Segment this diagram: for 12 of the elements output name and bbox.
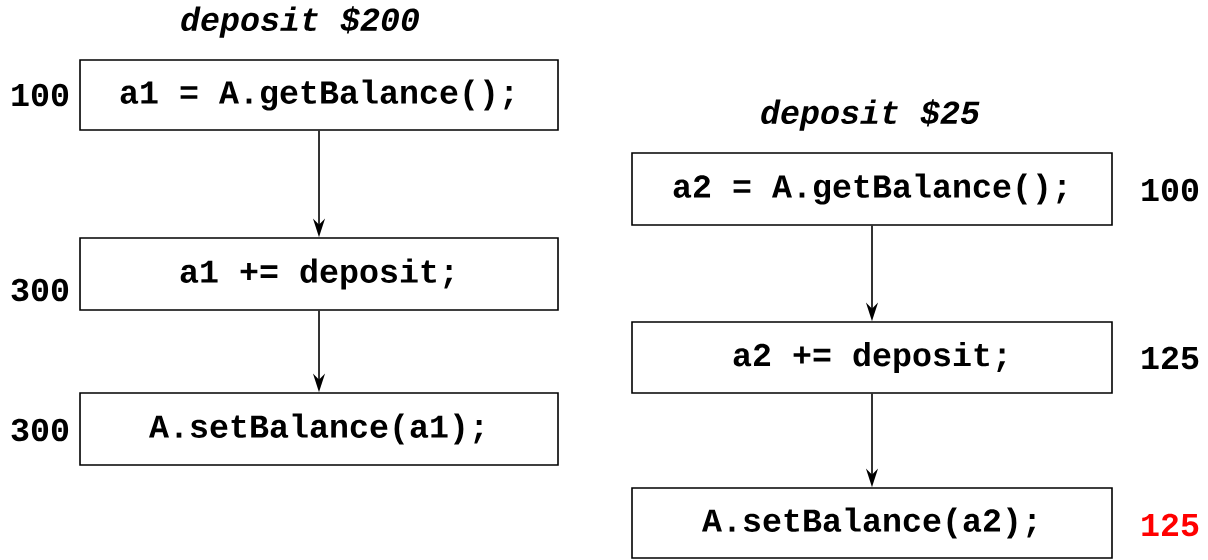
value-label: 300 [11,278,69,302]
code-box: a1 = A.getBalance(); [79,59,559,131]
code-box: A.setBalance(a1); [79,392,559,466]
code-box: a2 = A.getBalance(); [631,152,1113,226]
value-label: 125 [1142,346,1199,370]
value-label: 125 [1142,513,1199,537]
value-label: 100 [12,83,69,107]
value-label: 300 [11,418,69,442]
code-box: a2 += deposit; [631,321,1113,394]
code-box: A.setBalance(a2); [631,487,1113,559]
value-label: 100 [1142,178,1199,202]
code-box: a1 += deposit; [79,237,559,311]
